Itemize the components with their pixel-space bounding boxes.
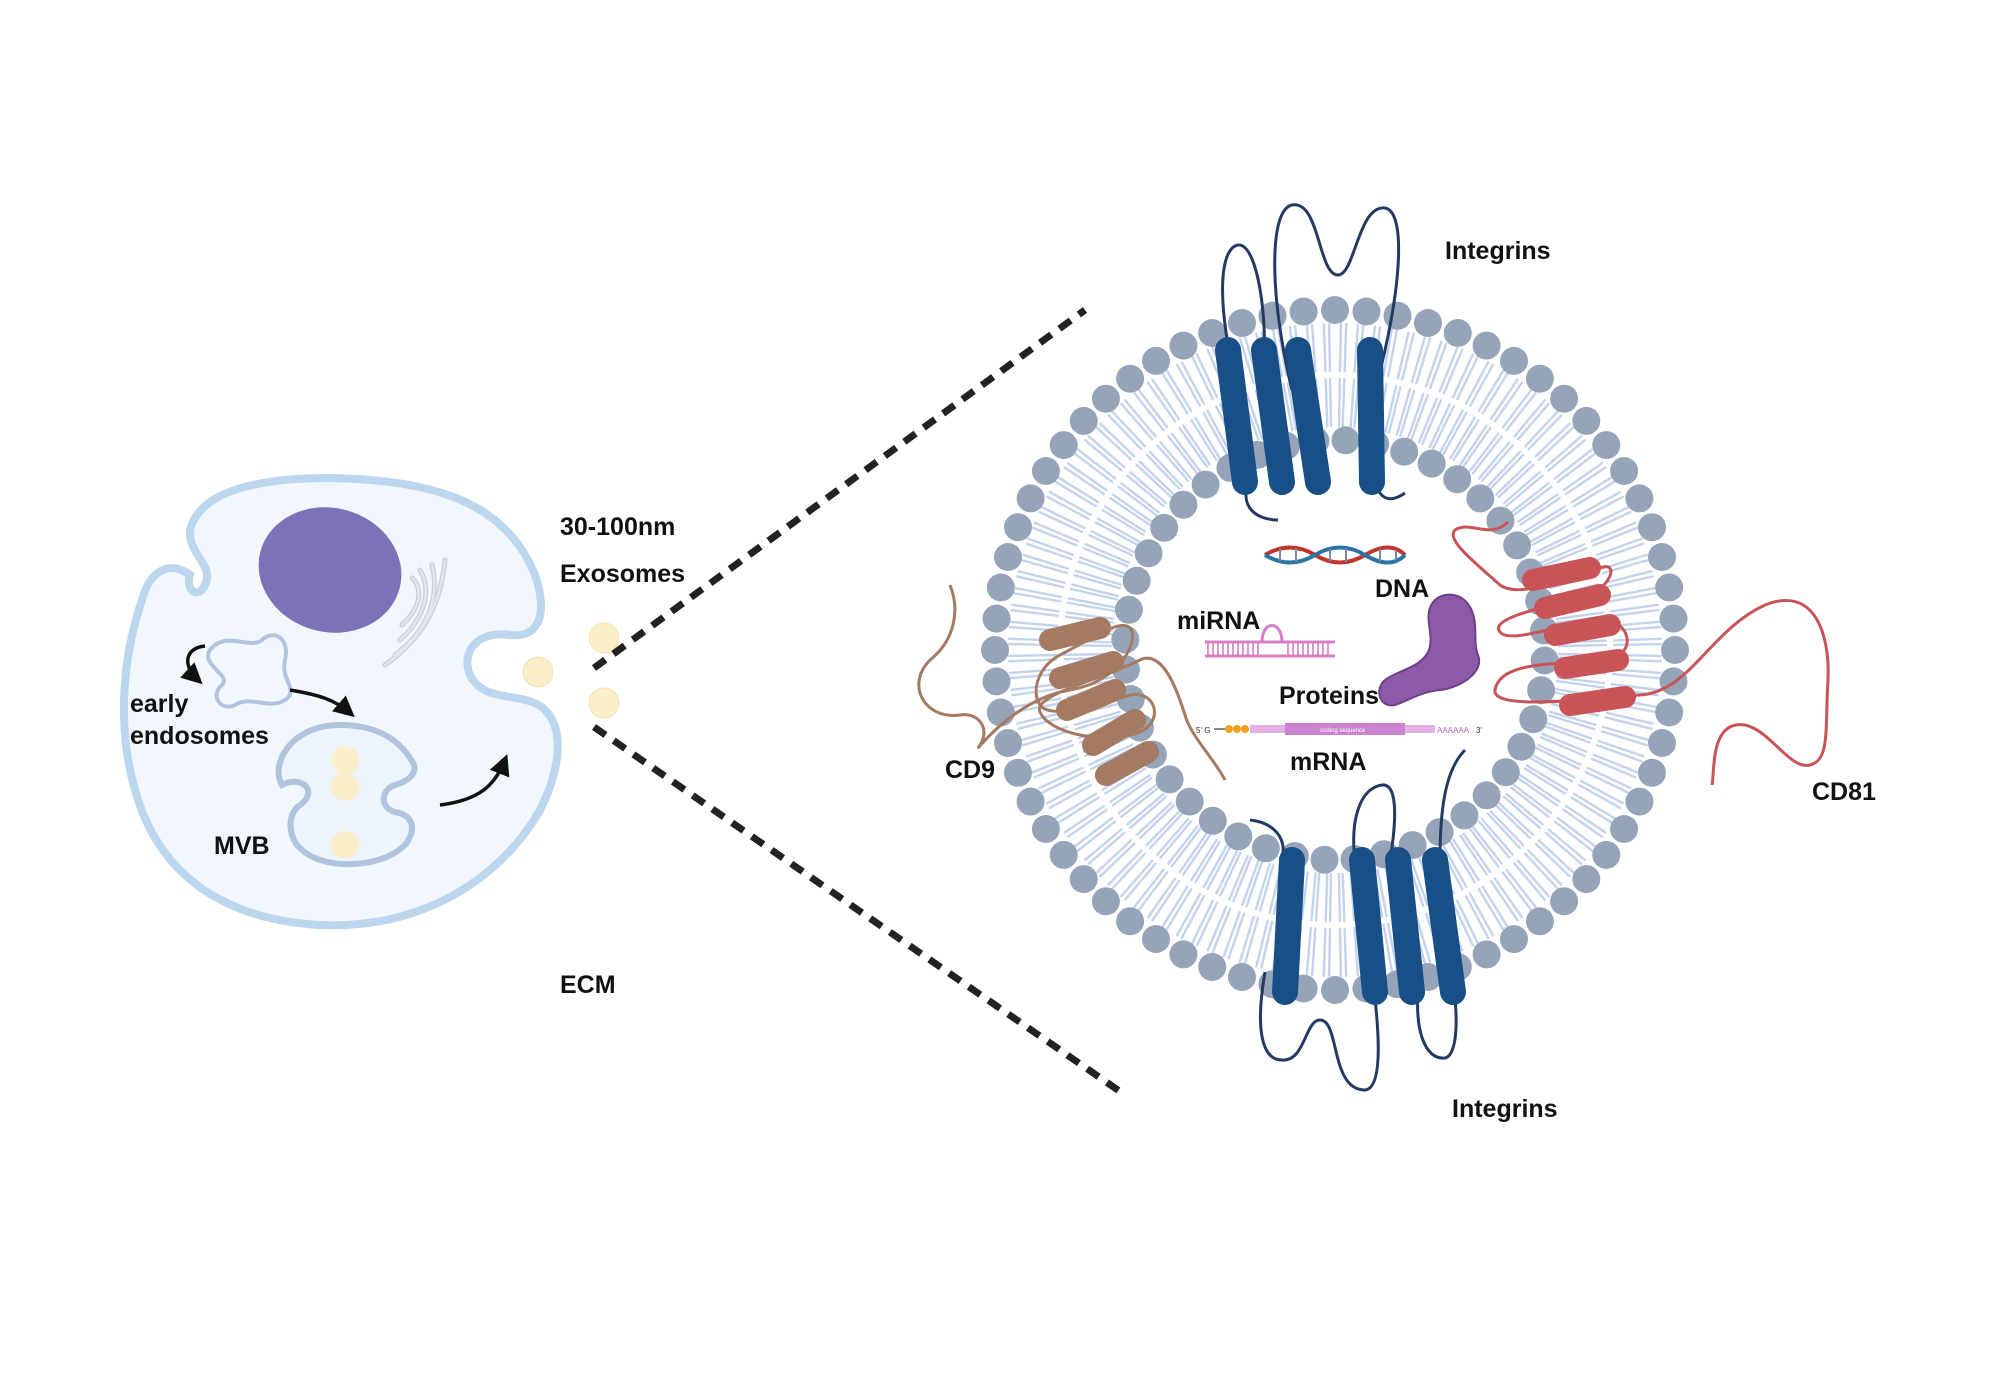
mrna-polya: AAAAAA	[1437, 726, 1470, 735]
lipid-bilayer	[981, 296, 1689, 1004]
mrna-three-prime: 3'	[1476, 726, 1482, 735]
pathway-arrows	[180, 644, 510, 807]
mirna-structure	[1205, 624, 1335, 658]
size-label: 30-100nm	[560, 513, 675, 541]
proteins-label: Proteins	[1279, 682, 1379, 710]
cell	[119, 473, 562, 930]
early-endosome	[206, 633, 293, 709]
cd81-protein	[1451, 520, 1830, 786]
integrins-bottom-label: Integrins	[1452, 1095, 1558, 1123]
ecm-label: ECM	[560, 971, 616, 999]
exosomes-label: Exosomes	[560, 560, 685, 588]
early-endosomes-label-line2: endosomes	[130, 722, 269, 750]
lipid-heads	[981, 296, 1689, 1004]
lipid-tails	[1007, 322, 1663, 978]
mirna-label: miRNA	[1177, 607, 1260, 635]
mvb	[275, 721, 418, 868]
cd9-protein	[917, 584, 1227, 786]
mrna-coding-label: coding sequence	[1320, 728, 1366, 734]
zoom-lines	[591, 307, 1127, 1098]
nucleus	[258, 507, 402, 633]
integrins-bottom	[1249, 748, 1467, 1092]
mvb-label: MVB	[214, 832, 270, 860]
mrna-label: mRNA	[1290, 748, 1366, 776]
protein-icon	[1378, 593, 1481, 707]
mrna-five-prime: 5' G	[1196, 726, 1210, 735]
released-exosomes	[522, 622, 620, 719]
integrins-top-label: Integrins	[1445, 237, 1551, 265]
integrins-top	[1215, 203, 1406, 522]
cd81-label: CD81	[1812, 778, 1876, 806]
cd9-label: CD9	[945, 756, 995, 784]
early-endosomes-label-line1: early	[130, 690, 188, 718]
dna-label: DNA	[1375, 575, 1429, 603]
dna	[1263, 545, 1407, 565]
mrna-strip: 5' G coding sequence AAAAAA 3'	[1196, 723, 1482, 735]
